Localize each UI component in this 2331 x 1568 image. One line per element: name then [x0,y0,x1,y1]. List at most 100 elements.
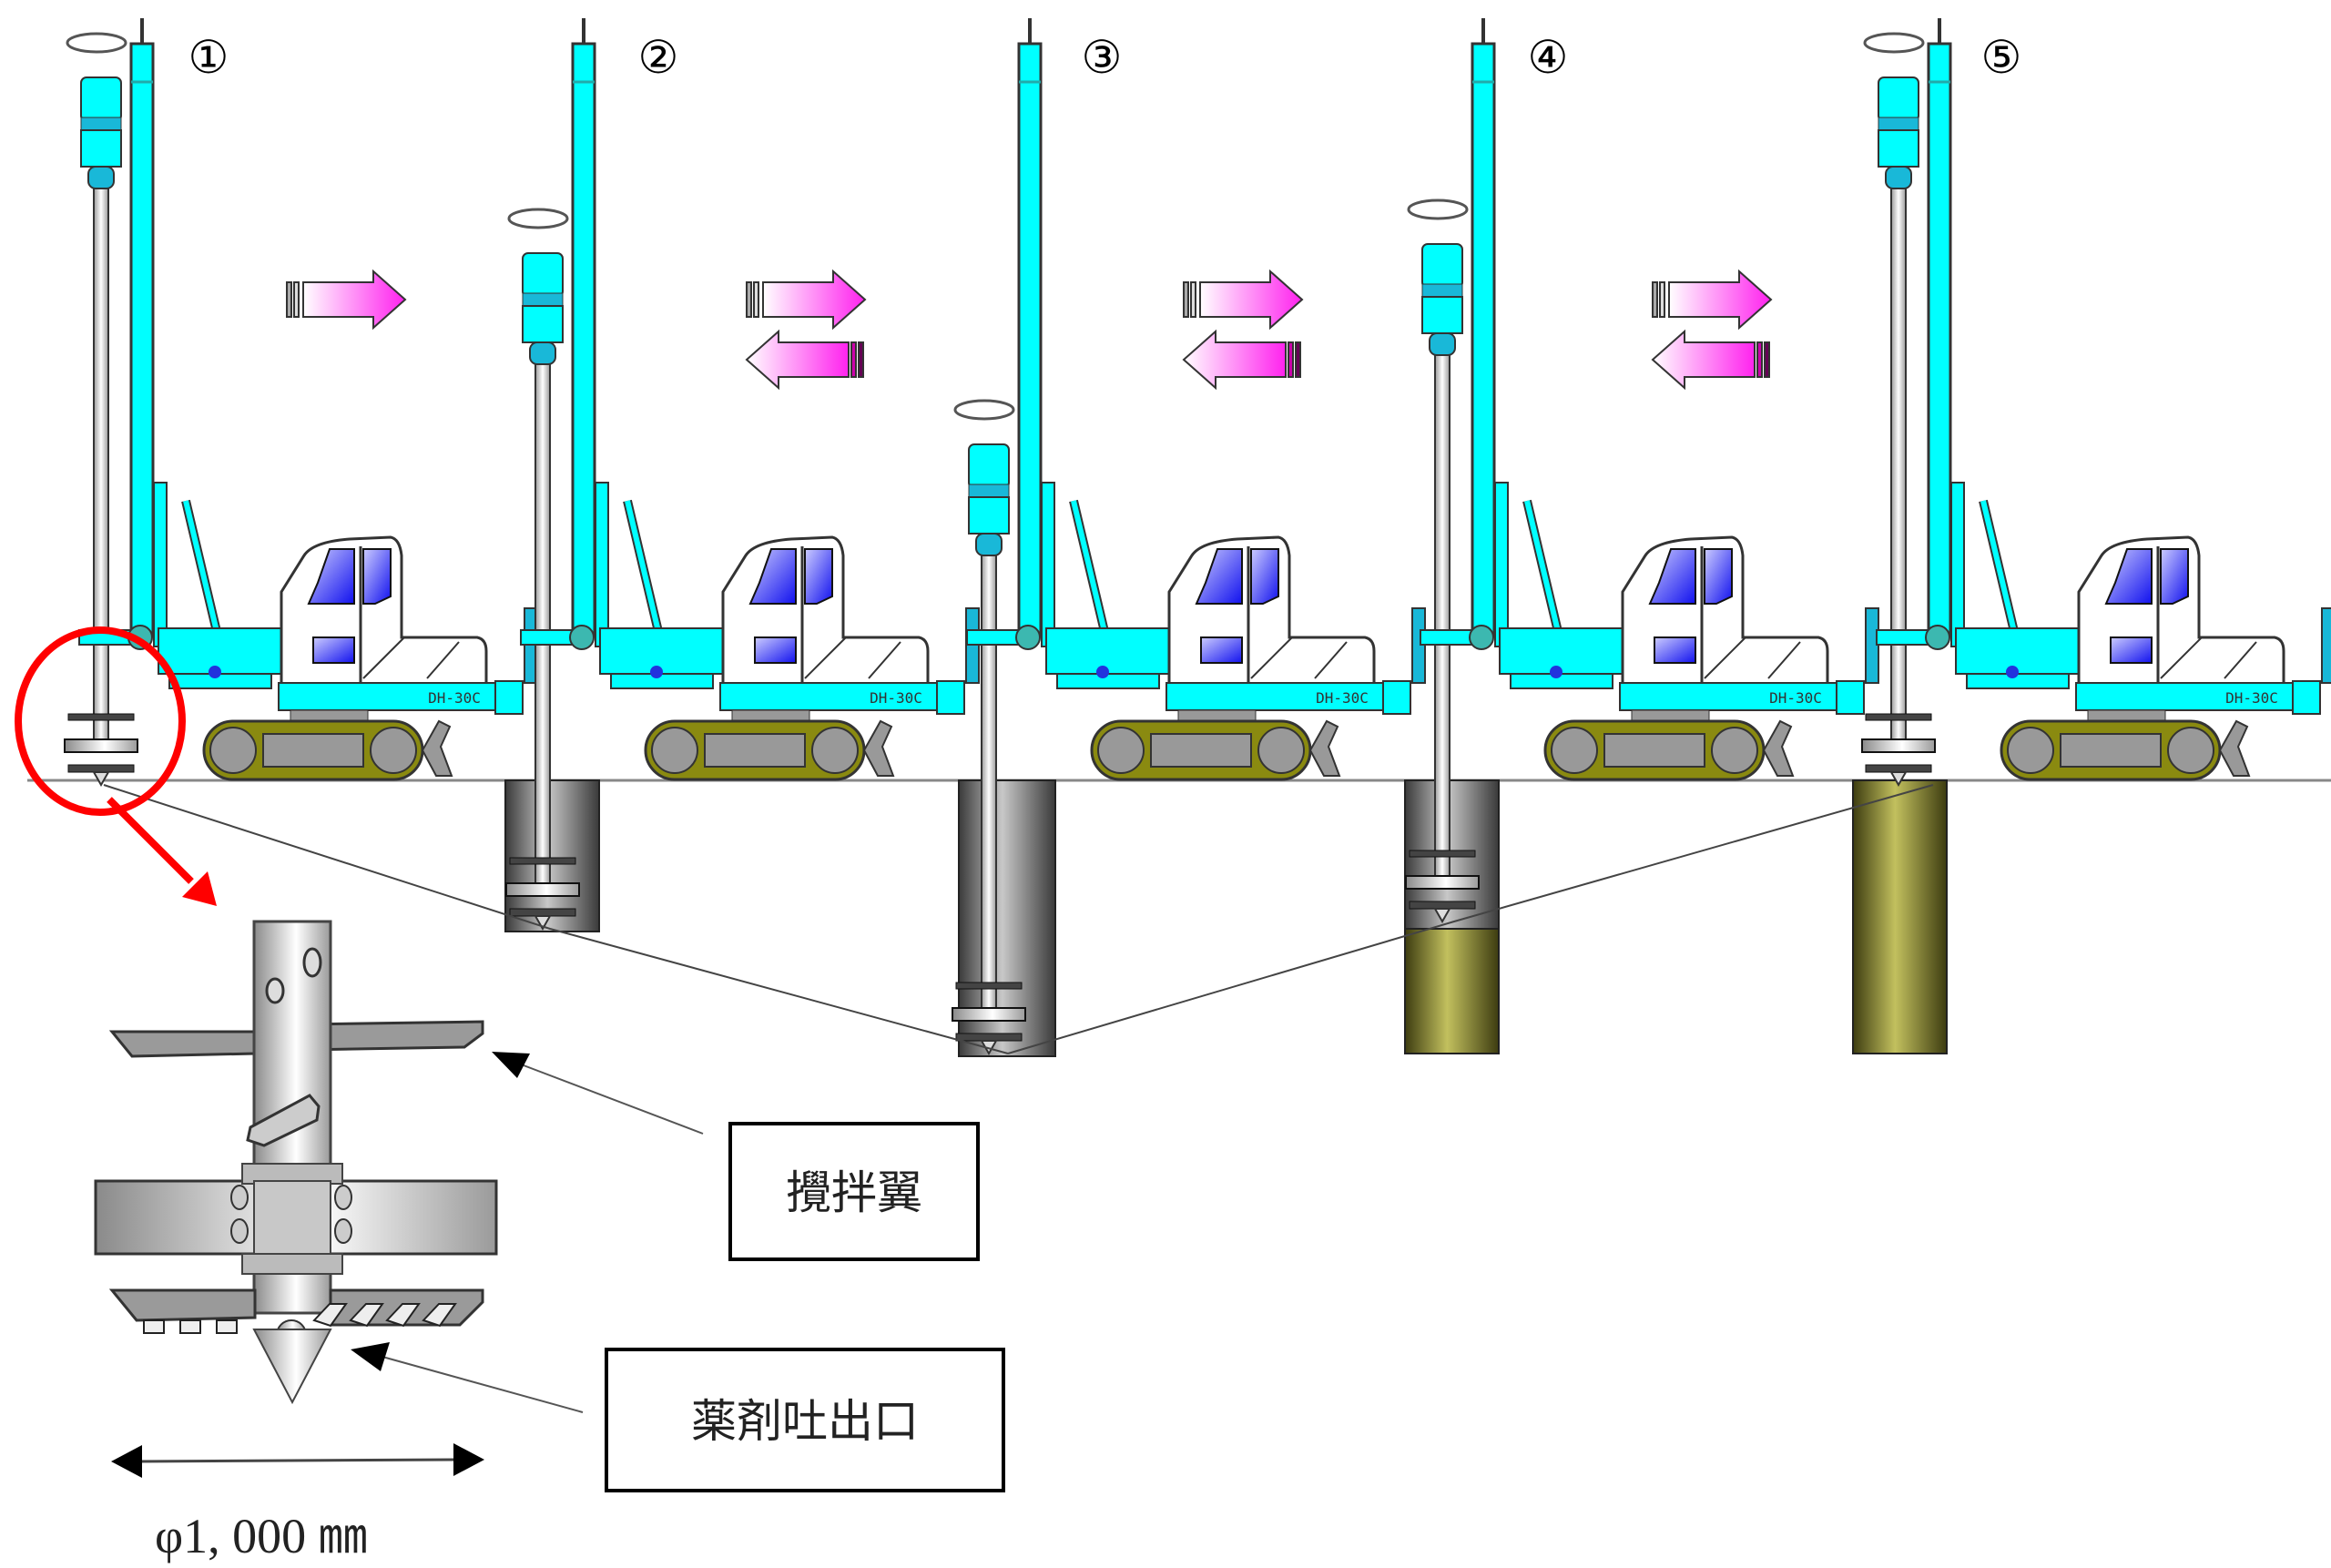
dozer-blade [1762,719,1795,777]
slew-ring [2087,709,2166,722]
rotation-icon [66,32,127,54]
leader-mast [1927,42,1952,637]
withdrawal-path-line [1007,784,1934,1054]
dozer-blade [421,719,453,777]
move-arrow-2-right [746,269,867,331]
rotation-icon [1863,32,1925,54]
dimension-arrow-left [111,1445,142,1478]
lower-blade-left [108,1288,257,1322]
dozer-blade [2218,719,2251,777]
spiral-blade [246,1094,321,1147]
leader-line [523,1064,704,1135]
engine-cover-line [2160,636,2203,679]
upper-blade-left [108,1030,257,1058]
pile-rig-step-4: DH-30C [1405,18,1879,924]
track-wheel [2167,727,2214,774]
arrow-tail-bar [746,281,752,318]
track-wheel [1551,727,1598,774]
arrow-tail-bar [293,281,300,318]
rotation-icon [953,399,1015,421]
gearbox [1421,296,1463,334]
rotary-head-band [1878,117,1919,131]
rod-guide [1876,629,1930,646]
move-arrow-1-right [286,269,407,331]
collar-bottom [241,1253,343,1275]
arrow-right-icon [302,269,407,331]
auger-blade-lower [509,908,576,917]
backstay [1950,482,1965,647]
rotary-head [1878,76,1919,122]
auger-tip [1889,771,1908,788]
front-frame [1045,627,1175,675]
mast-pivot [1925,625,1950,650]
pit-step-2 [504,779,600,932]
dozer-blade [1308,719,1341,777]
move-arrow-4-left [1651,329,1770,391]
backstay [595,482,609,647]
dozer-blade [862,719,895,777]
auger-blade-upper [509,857,576,865]
arrow-tail-bar [1295,341,1301,378]
dimension-arrow-right [453,1443,484,1476]
arrow-tail-bar [1288,341,1294,378]
cab-window-front [2104,548,2153,605]
cab-window-side [804,548,833,605]
arrow-left-icon [1651,329,1756,391]
cab-window-side [2160,548,2189,605]
swivel [1429,332,1456,356]
callout-label: 薬剤吐出口 [691,1395,919,1448]
leader-mast [1017,42,1043,637]
cab-window-lower [1200,636,1243,664]
front-base [168,673,272,689]
move-arrow-3-right [1183,269,1304,331]
track-wheel [370,727,417,774]
callout-box [605,1348,1005,1492]
track-wheel [1257,727,1305,774]
front-base [1510,673,1613,689]
mast-pivot [1015,625,1041,650]
arrow-left-icon [1182,329,1287,391]
step-number-3: ③ [1082,31,1123,84]
highlight-arrow-head [182,871,217,906]
auger-tip [534,915,552,932]
front-base [1966,673,2070,689]
pile-rig-step-5: DH-30C [1861,18,2331,788]
cab-window-front [748,548,797,605]
track-frame [704,733,806,768]
swivel [1885,166,1912,189]
highlight-arrow-shaft [107,797,194,884]
gearbox [1878,129,1919,168]
auger-blade-mid [64,738,138,753]
auger-blade-mid [952,1007,1026,1022]
cab-window-front [307,548,355,605]
swivel [87,166,115,189]
drill-rod [1890,186,1907,749]
cab-window-side [362,548,392,605]
front-base [610,673,714,689]
arrow-tail-bar [1183,281,1189,318]
gearbox [968,496,1010,535]
engine-cover-line [1767,641,1801,679]
engine-cover-line [1314,641,1348,679]
cab-window-lower [312,636,355,664]
hinge-pin [1550,666,1562,678]
track-wheel [209,727,257,774]
highlight-circle [15,626,186,816]
swivel [975,533,1003,556]
auger-blade-lower [955,1033,1023,1042]
counterweight [1836,680,1865,715]
rotation-icon [1407,199,1469,220]
cab-window-lower [2110,636,2153,664]
arrow-tail-bar [753,281,759,318]
rotation-icon [507,208,569,229]
auger-tip [252,1329,332,1405]
move-arrow-4-right [1652,269,1773,331]
arrow-tail-bar [1652,281,1658,318]
engine-cover-line [1250,636,1293,679]
auger-blade-lower [1865,764,1932,773]
auger-blade-mid [1405,875,1480,890]
leader-arrow-head [351,1342,390,1371]
drill-rod [534,361,551,893]
